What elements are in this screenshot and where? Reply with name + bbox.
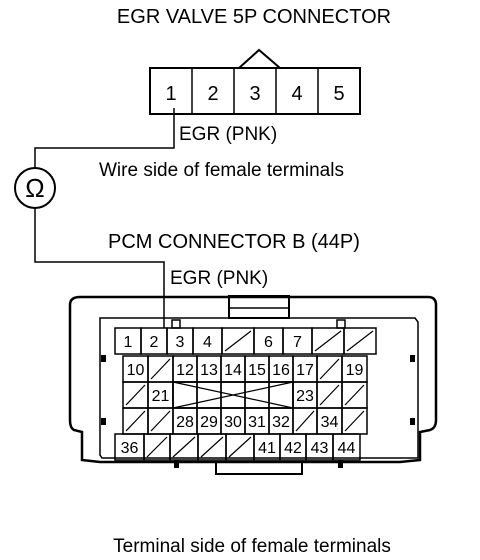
pcm-terminal-16: 16 [272, 362, 290, 379]
ohmmeter-icon: Ω [14, 167, 56, 209]
pcm-empty-slash [319, 358, 340, 380]
pcm-terminal-34: 34 [321, 414, 339, 431]
pcm-terminal-21: 21 [152, 388, 170, 405]
pcm-terminal-4: 4 [203, 334, 212, 351]
pcm-empty-slash [224, 330, 252, 352]
egr-connector-body [149, 67, 361, 115]
pcm-terminal-42: 42 [284, 440, 302, 457]
pcm-terminal-31: 31 [248, 414, 266, 431]
pcm-terminal-15: 15 [248, 362, 266, 379]
pcm-empty-slash [228, 436, 252, 458]
left-lock-lower [101, 418, 106, 425]
pcm-empty-slash [172, 436, 196, 458]
pcm-empty-slash [146, 436, 168, 458]
pcm-empty-slash [125, 410, 146, 432]
pcm-terminal-29: 29 [200, 414, 218, 431]
pcm-terminal-17: 17 [296, 362, 314, 379]
right-lock-lower [410, 418, 415, 425]
pcm-empty-slash [346, 330, 374, 352]
pcm-terminal-cell [244, 381, 270, 409]
pcm-terminal-23: 23 [296, 388, 314, 405]
pcm-blank-block [172, 381, 294, 409]
pcm-empty-slash [344, 384, 365, 406]
pcm-empty-slash [319, 384, 340, 406]
egr-connector-key [238, 48, 281, 69]
pcm-blank-cross [172, 381, 294, 409]
pcm-empty-slash [150, 410, 171, 432]
egr-connector-title: EGR VALVE 5P CONNECTOR [117, 6, 391, 28]
egr-view-label: Wire side of female terminals [99, 160, 344, 181]
pcm-terminal-3: 3 [176, 334, 185, 351]
pcm-terminal-28: 28 [176, 414, 194, 431]
ohmmeter-circle [14, 167, 56, 209]
pcm-terminal-41: 41 [258, 440, 276, 457]
pcm-terminal-32: 32 [272, 414, 290, 431]
pcm-empty-slash [314, 330, 342, 352]
pcm-connector-shell [68, 295, 438, 464]
pcm-terminal-43: 43 [311, 440, 329, 457]
pcm-terminal-30: 30 [224, 414, 242, 431]
pcm-terminal-12: 12 [176, 362, 194, 379]
pcm-connector-title: PCM CONNECTOR B (44P) [108, 231, 360, 253]
egr-pin-5: 5 [333, 83, 344, 105]
pcm-empty-slash [295, 410, 315, 432]
pcm-terminal-44: 44 [338, 440, 356, 457]
pcm-empty-slash [150, 358, 171, 380]
egr-wire-label: EGR (PNK) [179, 124, 277, 145]
pcm-terminal-36: 36 [121, 440, 139, 457]
pcm-terminal-14: 14 [224, 362, 242, 379]
pcm-terminal-cell [196, 381, 222, 409]
ohm-symbol: Ω [25, 173, 44, 203]
pcm-view-label: Terminal side of female terminals [113, 536, 391, 557]
egr-pin-2: 2 [207, 83, 218, 105]
egr-pin-1: 1 [165, 83, 176, 105]
pcm-empty-slash [344, 410, 365, 432]
pcm-top-latch [228, 295, 290, 319]
pcm-empty-slash [200, 436, 224, 458]
pcm-terminal-2: 2 [150, 334, 159, 351]
pcm-terminal-cell [332, 433, 361, 461]
pcm-empty-slash [125, 384, 146, 406]
pcm-connector-inner [99, 317, 419, 459]
egr-pin-3: 3 [249, 83, 260, 105]
pcm-terminal-6: 6 [264, 334, 273, 351]
test-lead-upper [34, 108, 175, 168]
pcm-wire-label: EGR (PNK) [170, 268, 268, 289]
left-lock-upper [101, 355, 106, 362]
pcm-terminal-13: 13 [200, 362, 218, 379]
egr-connector: 1 2 3 4 5 [149, 48, 361, 115]
test-lead-lower [34, 208, 165, 328]
pcm-bottom-latch [215, 462, 303, 475]
pcm-terminal-cell [343, 327, 377, 355]
pcm-terminal-19: 19 [346, 362, 364, 379]
pcm-terminal-10: 10 [127, 362, 145, 379]
pcm-terminal-1: 1 [124, 334, 133, 351]
test-leads [34, 108, 175, 328]
egr-pin-4: 4 [291, 83, 302, 105]
pcm-terminal-7: 7 [293, 334, 302, 351]
right-lock-upper [410, 355, 415, 362]
